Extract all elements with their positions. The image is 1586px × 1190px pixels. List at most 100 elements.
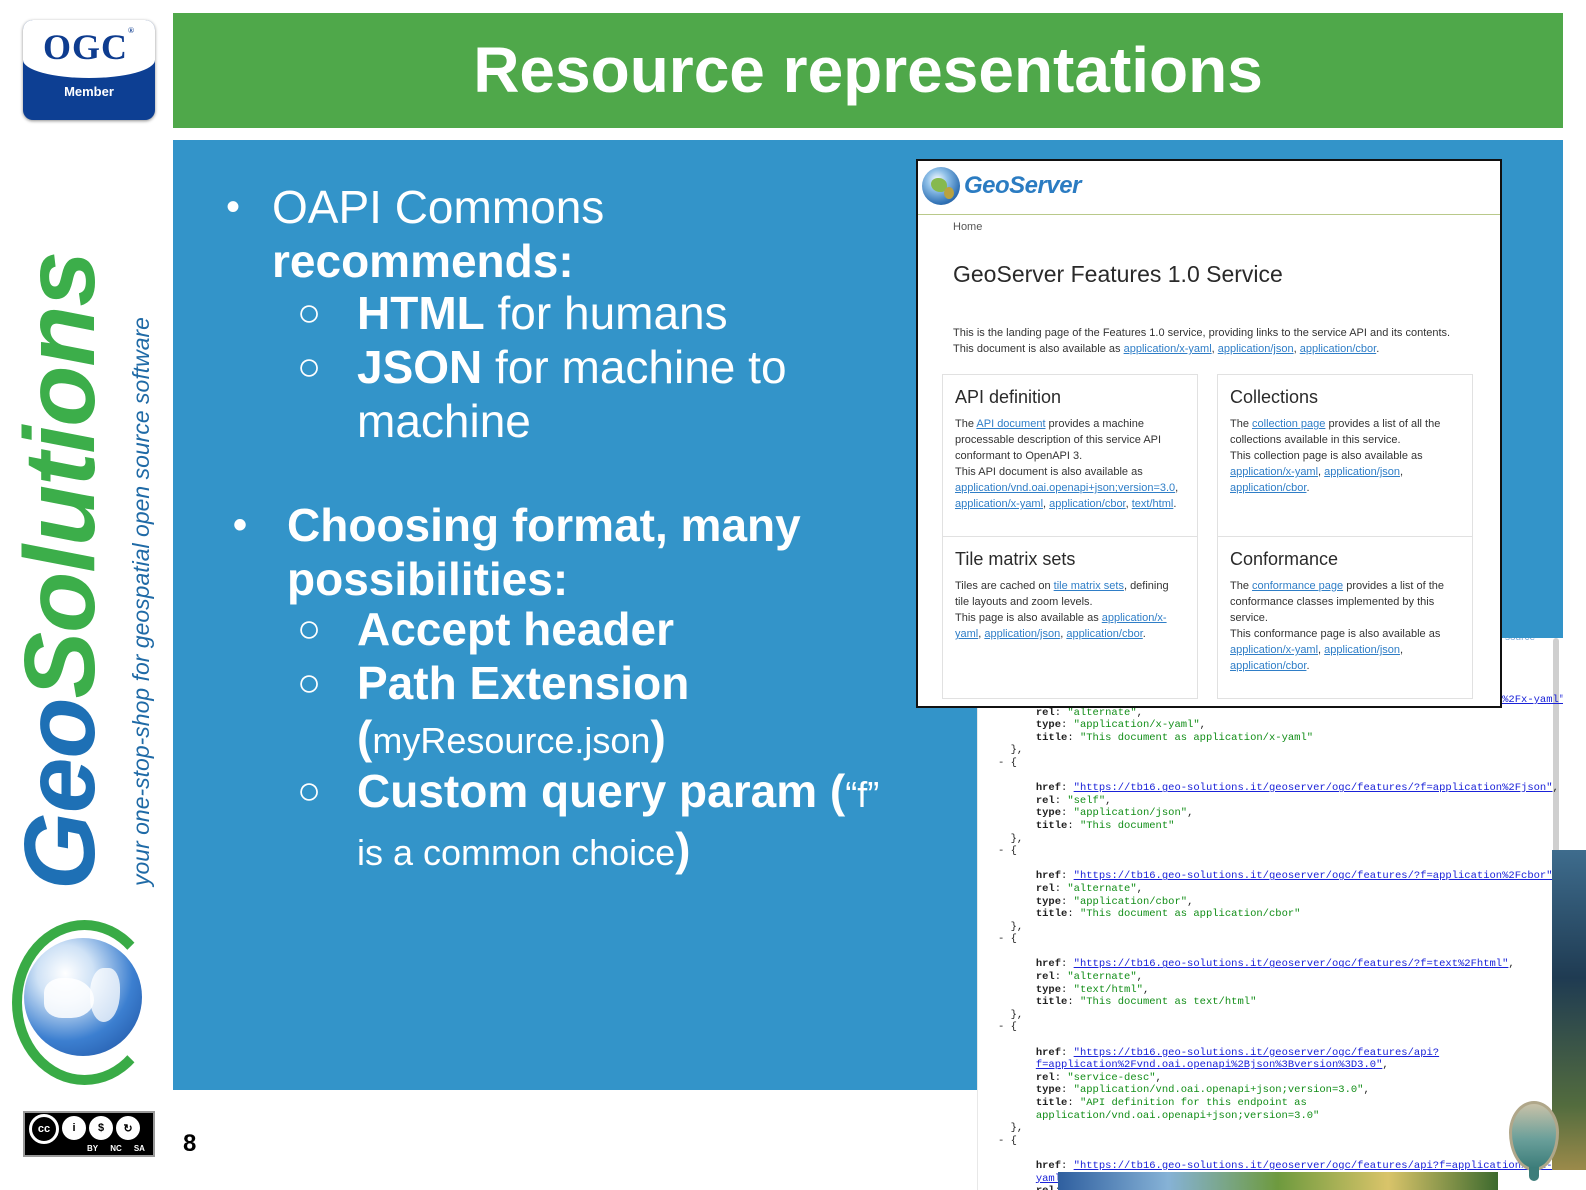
link-x-yaml[interactable]: application/x-yaml bbox=[1123, 343, 1212, 355]
bullet-dot-icon: • bbox=[226, 185, 241, 229]
tiles-x-yaml-link[interactable]: application/x-yaml bbox=[955, 612, 1167, 640]
bullet-text: OAPI Commons bbox=[272, 181, 605, 233]
sub-bullet-circle-icon: ○ bbox=[297, 769, 322, 813]
card-conformance: Conformance The conformance page provide… bbox=[1217, 536, 1473, 699]
sub-bullet-circle-icon: ○ bbox=[297, 345, 322, 389]
json-code-line bbox=[998, 770, 1563, 783]
page-number: 8 bbox=[183, 1130, 197, 1157]
json-code-line: rel: "alternate", bbox=[1035, 971, 1143, 984]
slide-title: Resource representations bbox=[473, 34, 1263, 106]
json-code-line: href: "https://tb16.geo-solutions.it/geo… bbox=[1035, 870, 1559, 883]
sub-bullet-circle-icon: ○ bbox=[297, 661, 322, 705]
json-code-line: - { bbox=[998, 845, 1017, 858]
json-code-line bbox=[998, 858, 1563, 871]
json-code-line: }, bbox=[998, 920, 1024, 933]
tile-matrix-sets-link[interactable]: tile matrix sets bbox=[1053, 580, 1124, 592]
json-code-line: type: "application/x-yaml", bbox=[1035, 719, 1206, 732]
attribution-icon: i bbox=[62, 1116, 86, 1140]
brand-name: GeoSolutions bbox=[4, 251, 116, 890]
card-title: Conformance bbox=[1230, 549, 1339, 569]
json-code-line: title: "API definition for this endpoint… bbox=[1035, 1097, 1307, 1109]
sharealike-icon: ↻ bbox=[116, 1116, 140, 1140]
api-document-link[interactable]: API document bbox=[976, 418, 1046, 430]
api-openapi-json-link[interactable]: application/vnd.oai.openapi+json;version… bbox=[955, 482, 1176, 494]
link-cbor[interactable]: application/cbor bbox=[1299, 343, 1377, 355]
json-code-line: type: "application/vnd.oai.openapi+json;… bbox=[1035, 1084, 1370, 1097]
scrollbar[interactable] bbox=[1553, 638, 1559, 878]
tiles-cbor-link[interactable]: application/cbor bbox=[1066, 628, 1143, 640]
json-code-line: f=application%2Fvnd.oai.openapi%2Bjson%3… bbox=[1035, 1059, 1389, 1072]
geoserver-globe-icon bbox=[922, 167, 960, 205]
card-api-definition: API definition The API document provides… bbox=[942, 374, 1198, 537]
json-document-view: source href: "https://tb16.geo-solutions… bbox=[977, 638, 1563, 1190]
json-code-line: - { bbox=[998, 1134, 1017, 1147]
brand-tagline: your one-stop-shop for geospatial open s… bbox=[128, 317, 154, 886]
conformance-cbor-link[interactable]: application/cbor bbox=[1230, 660, 1307, 672]
card-collections: Collections The collection page provides… bbox=[1217, 374, 1473, 537]
json-code-line: type: "application/json", bbox=[1035, 807, 1194, 820]
json-code: href: "https://tb16.geo-solutions.it/geo… bbox=[998, 694, 1563, 1190]
collection-page-link[interactable]: collection page bbox=[1252, 418, 1326, 430]
ogc-member-label: Member bbox=[64, 84, 114, 99]
json-code-line: }, bbox=[998, 744, 1024, 757]
noncommercial-icon: $ bbox=[89, 1116, 113, 1140]
json-code-line: application/vnd.oai.openapi+json;version… bbox=[1035, 1109, 1320, 1122]
background-photo-strip bbox=[1058, 1172, 1498, 1190]
tiles-json-link[interactable]: application/json bbox=[984, 628, 1061, 640]
json-code-line: - { bbox=[998, 933, 1017, 946]
ogc-logo-top bbox=[23, 20, 155, 78]
globe-ring-icon bbox=[12, 920, 157, 1085]
conformance-x-yaml-link[interactable]: application/x-yaml bbox=[1230, 644, 1319, 656]
json-code-line: rel: "service-desc", bbox=[1035, 1071, 1162, 1084]
json-code-line: href: "https://tb16.geo-solutions.it/geo… bbox=[1035, 1046, 1440, 1059]
json-code-line: type: "application/cbor", bbox=[1035, 895, 1194, 908]
geoserver-landing-page: GeoServer Home GeoServer Features 1.0 Se… bbox=[916, 159, 1502, 708]
sub-bullet-circle-icon: ○ bbox=[297, 291, 322, 335]
json-code-line: }, bbox=[998, 832, 1024, 845]
cc-icon: cc bbox=[29, 1114, 59, 1144]
json-code-line: href: "https://tb16.geo-solutions.it/geo… bbox=[1035, 782, 1559, 795]
json-code-line: type: "text/html", bbox=[1035, 983, 1150, 996]
json-code-line: title: "This document as application/cbo… bbox=[1035, 908, 1301, 921]
api-html-link[interactable]: text/html bbox=[1131, 498, 1174, 510]
json-code-line: title: "This document as text/html" bbox=[1035, 996, 1257, 1009]
license-nc-label: NC bbox=[110, 1144, 122, 1153]
card-title: Tile matrix sets bbox=[955, 549, 1076, 569]
ogc-logo-word: OGC® bbox=[43, 26, 135, 67]
intro-paragraph: This is the landing page of the Features… bbox=[953, 327, 1451, 355]
json-code-line: rel: "alternate", bbox=[1035, 882, 1143, 895]
json-code-line: rel: "alternate", bbox=[1035, 706, 1143, 719]
card-title: Collections bbox=[1230, 387, 1319, 407]
json-code-line: href: "https://tb16.geo-solutions.it/geo… bbox=[1035, 958, 1515, 971]
card-tile-matrix-sets: Tile matrix sets Tiles are cached on til… bbox=[942, 536, 1198, 699]
api-x-yaml-link[interactable]: application/x-yaml bbox=[955, 498, 1044, 510]
sub-bullet-circle-icon: ○ bbox=[297, 607, 322, 651]
json-code-line: }, bbox=[998, 1008, 1024, 1021]
breadcrumb-home[interactable]: Home bbox=[953, 221, 983, 233]
json-code-line: href: "https://tb16.geo-solutions.it/geo… bbox=[1035, 1159, 1553, 1172]
json-code-line: - { bbox=[998, 1021, 1017, 1034]
link-json[interactable]: application/json bbox=[1217, 343, 1294, 355]
map-pin-icon bbox=[1499, 1101, 1569, 1190]
geoserver-logo-text[interactable]: GeoServer bbox=[964, 172, 1081, 199]
background-photo-edge bbox=[1552, 850, 1586, 1170]
license-by-label: BY bbox=[87, 1144, 99, 1153]
collections-cbor-link[interactable]: application/cbor bbox=[1230, 482, 1307, 494]
json-code-line bbox=[998, 1034, 1563, 1047]
json-code-line: title: "This document" bbox=[1035, 819, 1175, 832]
bullet-text-bold: recommends: bbox=[272, 235, 574, 287]
collections-json-link[interactable]: application/json bbox=[1324, 466, 1401, 478]
json-code-line: - { bbox=[998, 756, 1017, 769]
bullet-dot-icon: • bbox=[233, 503, 248, 547]
conformance-page-link[interactable]: conformance page bbox=[1252, 580, 1344, 592]
page-title: GeoServer Features 1.0 Service bbox=[953, 261, 1283, 287]
card-title: API definition bbox=[955, 387, 1062, 407]
json-code-line: title: "This document as application/x-y… bbox=[1035, 731, 1314, 744]
view-source-link[interactable]: source bbox=[1505, 638, 1535, 643]
ogc-member-logo: OGC® Member bbox=[23, 20, 155, 120]
collections-x-yaml-link[interactable]: application/x-yaml bbox=[1230, 466, 1319, 478]
api-cbor-link[interactable]: application/cbor bbox=[1049, 498, 1126, 510]
json-code-line bbox=[998, 946, 1563, 959]
json-code-line: rel: "self", bbox=[1035, 794, 1112, 807]
conformance-json-link[interactable]: application/json bbox=[1324, 644, 1401, 656]
